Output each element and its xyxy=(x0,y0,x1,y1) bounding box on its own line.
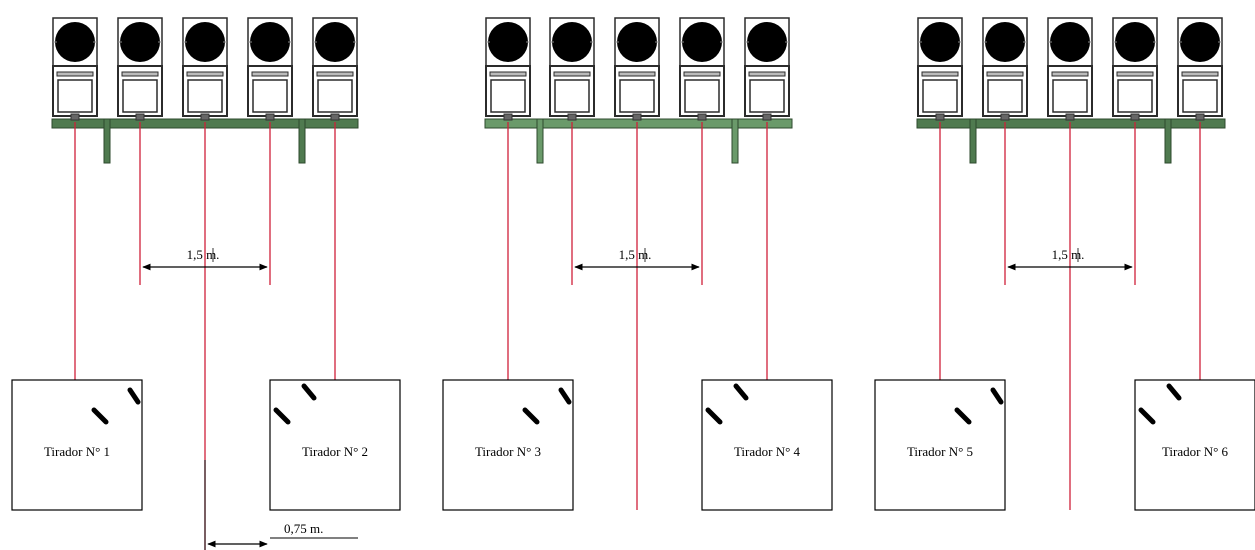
shooter-station: Tirador N° 2 xyxy=(269,379,401,511)
target-unit xyxy=(549,17,595,121)
target-disc xyxy=(488,22,528,62)
target-unit xyxy=(614,17,660,121)
shotgun-mark xyxy=(705,407,723,425)
target-unit xyxy=(52,17,98,121)
spacing-dimension: 1,5 m. xyxy=(574,247,700,271)
target-disc xyxy=(1115,22,1155,62)
target-disc xyxy=(617,22,657,62)
target-disc xyxy=(747,22,787,62)
station-box xyxy=(701,379,833,511)
shooter-label: Tirador N° 2 xyxy=(302,444,368,459)
target-unit xyxy=(679,17,725,121)
target-disc xyxy=(920,22,960,62)
shotgun-mark xyxy=(522,407,540,425)
target-unit xyxy=(917,17,963,121)
shooter-station: Tirador N° 6 xyxy=(1134,379,1255,511)
shooter-station: Tirador N° 3 xyxy=(442,379,574,511)
shotgun-mark xyxy=(954,407,972,425)
target-groups xyxy=(51,17,1226,164)
station-box xyxy=(442,379,574,511)
firing-lines xyxy=(74,122,1201,550)
shooter-stations: Tirador N° 1 Tirador N° 2 Tirador N° 3 Tira… xyxy=(11,379,1255,511)
station-box xyxy=(1134,379,1255,511)
target-disc xyxy=(552,22,592,62)
rail-leg xyxy=(969,118,977,164)
rail-leg xyxy=(298,118,306,164)
offset-dimension: 0,75 m. xyxy=(204,460,358,550)
target-unit xyxy=(182,17,228,121)
dimension-annotations: 1,5 m. 1,5 m. 1,5 m. 0,75 m. xyxy=(142,247,1133,550)
target-disc xyxy=(1180,22,1220,62)
target-unit xyxy=(312,17,358,121)
offset-label: 0,75 m. xyxy=(284,521,323,536)
target-unit xyxy=(1112,17,1158,121)
shooter-label: Tirador N° 6 xyxy=(1162,444,1229,459)
target-disc xyxy=(250,22,290,62)
shooter-station: Tirador N° 5 xyxy=(874,379,1006,511)
dimension-label: 1,5 m. xyxy=(187,247,220,262)
shotgun-mark xyxy=(558,387,572,405)
shooter-label: Tirador N° 5 xyxy=(907,444,973,459)
target-disc xyxy=(985,22,1025,62)
target-disc xyxy=(1050,22,1090,62)
shotgun-mark xyxy=(990,387,1004,405)
target-unit xyxy=(485,17,531,121)
shotgun-mark xyxy=(301,383,317,401)
shooter-label: Tirador N° 3 xyxy=(475,444,541,459)
shooter-label: Tirador N° 4 xyxy=(734,444,801,459)
shotgun-mark xyxy=(1166,383,1182,401)
station-box xyxy=(11,379,143,511)
target-disc xyxy=(55,22,95,62)
station-box xyxy=(269,379,401,511)
spacing-dimension: 1,5 m. xyxy=(142,247,268,271)
rail-leg xyxy=(1164,118,1172,164)
target-group xyxy=(51,17,359,164)
target-disc xyxy=(120,22,160,62)
shotgun-mark xyxy=(273,407,291,425)
rail-leg xyxy=(536,118,544,164)
target-group xyxy=(484,17,793,164)
spacing-dimension: 1,5 m. xyxy=(1007,247,1133,271)
target-group xyxy=(916,17,1226,164)
target-disc xyxy=(315,22,355,62)
target-unit xyxy=(117,17,163,121)
rail-leg xyxy=(103,118,111,164)
shotgun-mark xyxy=(1138,407,1156,425)
shooter-station: Tirador N° 4 xyxy=(701,379,833,511)
target-disc xyxy=(185,22,225,62)
shooter-label: Tirador N° 1 xyxy=(44,444,110,459)
shooter-station: Tirador N° 1 xyxy=(11,379,143,511)
target-disc xyxy=(682,22,722,62)
rail-leg xyxy=(731,118,739,164)
shotgun-mark xyxy=(91,407,109,425)
dimension-label: 1,5 m. xyxy=(619,247,652,262)
target-unit xyxy=(1047,17,1093,121)
target-unit xyxy=(1177,17,1223,121)
dimension-label: 1,5 m. xyxy=(1052,247,1085,262)
target-unit xyxy=(982,17,1028,121)
station-box xyxy=(874,379,1006,511)
target-unit xyxy=(744,17,790,121)
target-unit xyxy=(247,17,293,121)
shotgun-mark xyxy=(733,383,749,401)
shotgun-mark xyxy=(127,387,141,405)
